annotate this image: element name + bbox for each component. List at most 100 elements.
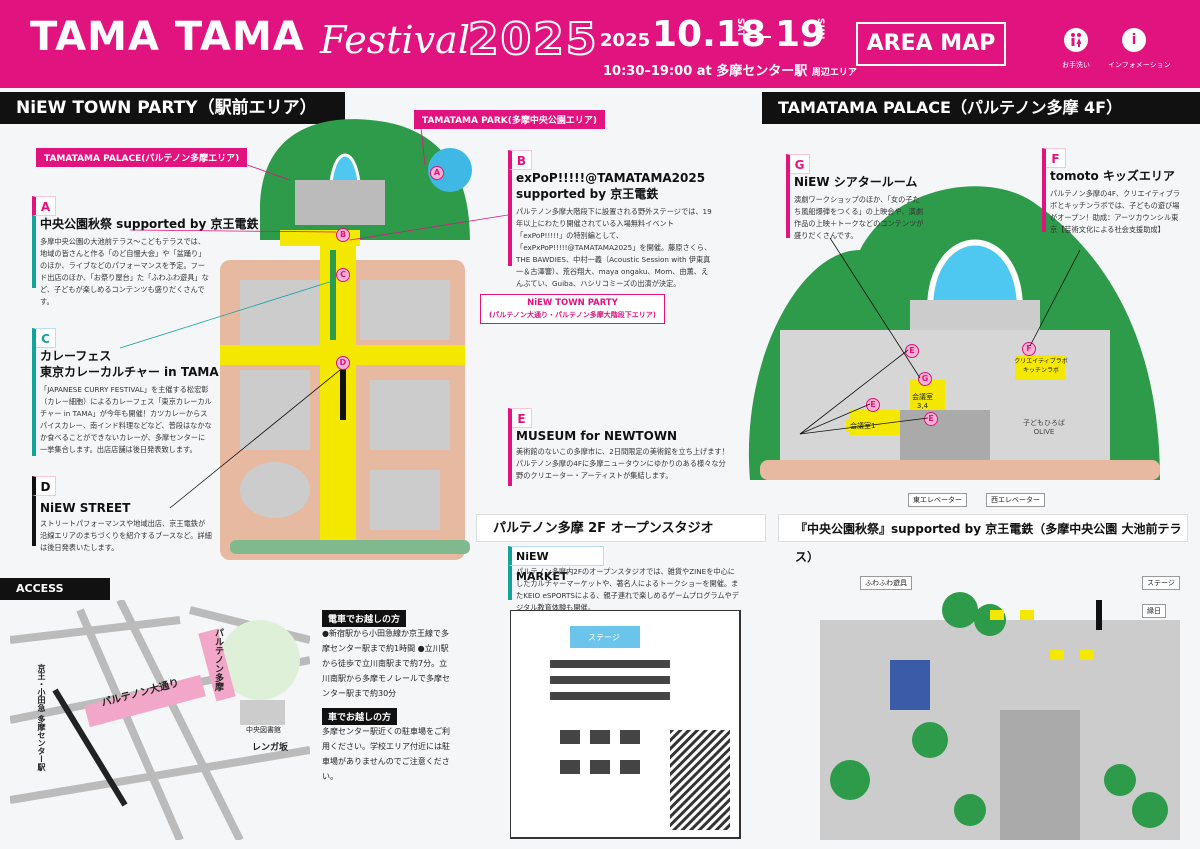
building	[240, 462, 310, 518]
block-b-letter: B	[508, 150, 532, 170]
pin-f[interactable]: F	[1022, 342, 1036, 356]
studio-stage-rect	[570, 626, 640, 648]
pin-e-1[interactable]: E	[905, 344, 919, 358]
pin-b[interactable]: B	[336, 228, 350, 242]
restroom-icon	[1064, 28, 1088, 52]
block-a-desc: 多摩中央公園の大池前テラス〜こどもテラスでは、地域の皆さんと作る「のど自慢大会」…	[40, 237, 209, 306]
block-b-title1: exPoP!!!!!@TAMATAMA2025	[516, 171, 706, 185]
date-end: 19	[775, 14, 826, 55]
area-map-title: AREA MAP	[856, 22, 1006, 66]
studio-table	[590, 730, 610, 744]
bouncy-castle	[890, 660, 930, 710]
festival-logo-script: Festival	[320, 18, 470, 62]
building	[370, 470, 440, 530]
block-e-desc: 美術館のないこの多摩市に、2日間限定の美術館を立ち上げます！パルテノン多摩の4F…	[516, 447, 729, 480]
room34-label-a: 会議室	[912, 393, 933, 401]
block-d-title: NiEW STREET	[40, 501, 131, 515]
event-time-text: 10:30–19:00 at 多摩センター駅	[603, 64, 808, 79]
block-e-letter: E	[508, 408, 532, 428]
pin-e-3[interactable]: E	[924, 412, 938, 426]
label-party-line1: NiEW TOWN PARTY	[527, 298, 618, 308]
pin-g[interactable]: G	[918, 372, 932, 386]
access-green-area	[220, 620, 300, 700]
food-stall	[1050, 650, 1064, 660]
building	[240, 370, 310, 450]
block-a-bar	[32, 216, 36, 288]
festival-logo: TAMA TAMA	[30, 14, 305, 60]
studio-hatched-area	[670, 730, 730, 830]
festival-logo-year: 2025	[467, 13, 599, 66]
palace-ground	[760, 460, 1160, 480]
date-start: 10.18	[652, 14, 766, 55]
access-library-label: 中央図書館	[246, 726, 281, 734]
block-g-letter: G	[786, 154, 810, 174]
west-elevator-label: 西エレベーター	[986, 493, 1045, 507]
park-kiosk-label: 縁日	[1142, 604, 1166, 618]
date-dash	[745, 36, 771, 38]
restroom-icon-svg	[1071, 33, 1082, 47]
food-stall	[1020, 610, 1034, 620]
park-bouncy-label: ふわふわ遊具	[860, 576, 912, 590]
studio-table	[620, 760, 640, 774]
park-title: 『中央公園秋祭』supported by 京王電鉄（多摩中央公園 大池前テラス）	[778, 514, 1188, 564]
park-stage-label: ステージ	[1142, 576, 1180, 590]
block-e-title: MUSEUM for NEWTOWN	[516, 429, 678, 443]
block-f-desc: パルテノン多摩の4F、クリエイティブラボとキッチンラボでは、子どもの遊び場がオー…	[1050, 189, 1181, 234]
label-park: TAMATAMA PARK(多摩中央公園エリア)	[414, 110, 605, 129]
food-stall	[1080, 650, 1094, 660]
block-c-letter: C	[32, 328, 56, 348]
station-area-map	[220, 119, 472, 560]
building	[360, 280, 450, 340]
palace-dome	[926, 239, 1024, 313]
studio-table	[620, 730, 640, 744]
access-renga-label: レンガ坂	[252, 743, 289, 753]
info-label: インフォメーション	[1108, 61, 1171, 69]
block-a-letter: A	[32, 196, 56, 216]
studio-table	[560, 730, 580, 744]
studio-desc: パルテノン多摩内2Fのオープンスタジオでは、雑貨やZINEを中心にしたカルチャー…	[516, 567, 739, 612]
access-title: ACCESS	[0, 578, 110, 600]
block-c-desc: 「JAPANESE CURRY FESTIVAL」を主催する松宏彰（カレー細胞）…	[40, 385, 212, 454]
block-a-title: 中央公園秋祭 supported by 京王電鉄	[40, 217, 259, 231]
block-g-bar	[786, 172, 790, 238]
building	[240, 280, 325, 350]
car-desc: 多摩センター駅近くの駐車場をご利用ください。学校エリア付近には駐車場がありません…	[322, 727, 450, 781]
library-building	[240, 700, 285, 725]
block-d-letter: D	[32, 476, 56, 496]
railway-line	[52, 688, 128, 807]
cross-street	[220, 345, 465, 365]
pin-d[interactable]: D	[336, 356, 350, 370]
parthenon-building	[295, 180, 385, 225]
header-banner: TAMA TAMA Festival 2025 2025 10.18 SAT 1…	[0, 0, 1200, 88]
block-c-title1: カレーフェス	[40, 349, 112, 363]
palace-map	[748, 186, 1160, 480]
street-stage	[340, 365, 346, 420]
date-year: 2025	[600, 30, 651, 51]
studio-title: パルテノン多摩 2F オープンスタジオ	[476, 514, 766, 542]
studio-seats	[550, 660, 670, 668]
block-g-desc: 演劇ワークショップのほか、「女の子たち風船爆弾をつくる」の上映会や、演劇作品の上…	[794, 195, 924, 240]
pin-c[interactable]: C	[336, 268, 350, 282]
block-f-bar	[1042, 166, 1046, 232]
green-strip	[330, 250, 336, 340]
block-f-letter: F	[1042, 148, 1066, 168]
access-main-street	[84, 674, 206, 728]
east-elevator-label: 東エレベーター	[908, 493, 967, 507]
pin-e-2[interactable]: E	[866, 398, 880, 412]
event-time: 10:30–19:00 at 多摩センター駅 周辺エリア	[603, 60, 857, 79]
food-stall	[990, 610, 1004, 620]
room34-label-b: 3,4	[916, 402, 929, 410]
train-title: 電車でお越しの方	[322, 610, 407, 627]
pin-a[interactable]: A	[430, 166, 444, 180]
access-parthenon	[198, 628, 236, 702]
studio-table	[590, 760, 610, 774]
access-map	[10, 600, 310, 840]
hiroba-label: 子どもひろば OLIVE	[1023, 419, 1065, 436]
park-pond	[428, 148, 472, 192]
station-bottom	[230, 540, 470, 554]
parthenon-avenue	[320, 240, 356, 540]
building	[370, 380, 450, 450]
